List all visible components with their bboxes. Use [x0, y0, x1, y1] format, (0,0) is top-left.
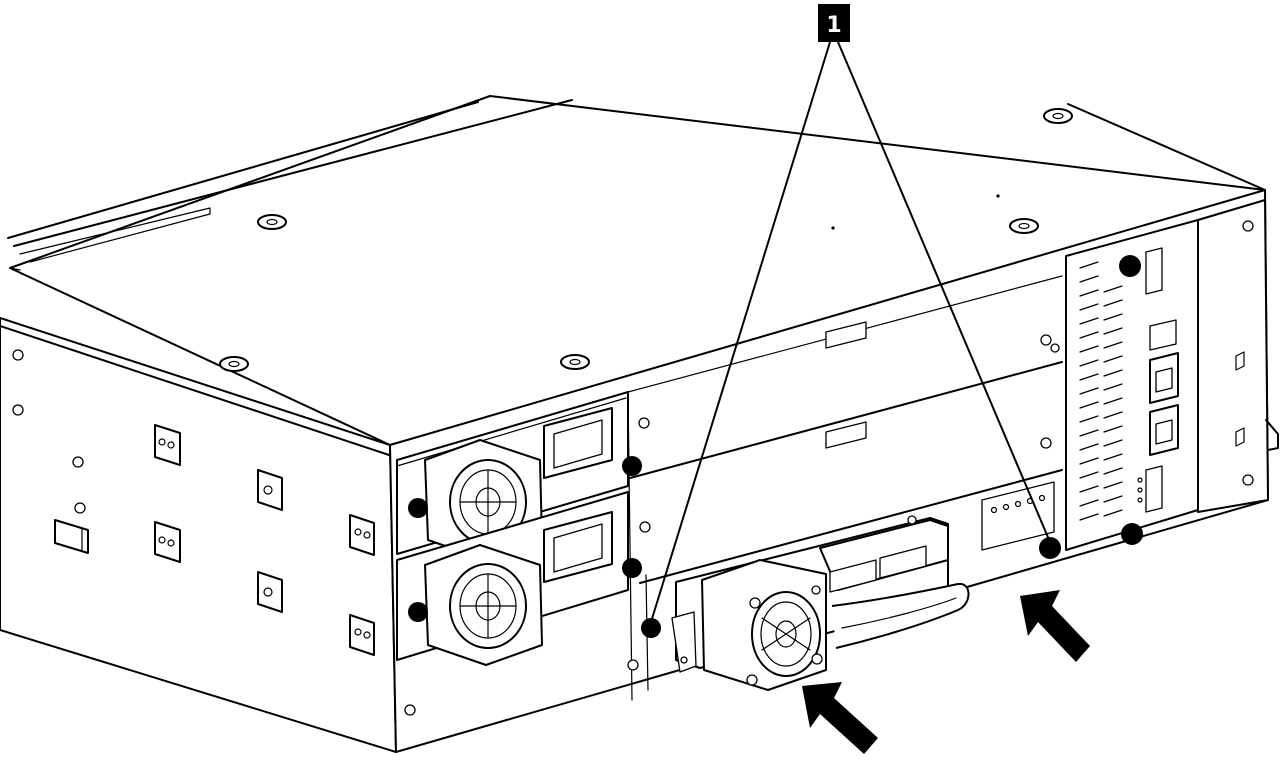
thumbscrew-icon — [641, 618, 661, 638]
insertion-arrows — [802, 590, 1090, 754]
thumbscrew-icon — [622, 456, 642, 476]
chassis-left-side — [0, 317, 397, 753]
drive-module — [641, 481, 1055, 691]
thumbscrew-icon — [1119, 255, 1141, 277]
thumbscrew-icon — [408, 498, 428, 518]
usb-port-icon — [1149, 319, 1177, 351]
thumbscrew-icon — [622, 558, 642, 578]
thumbscrew-icon — [408, 602, 428, 622]
top-mount-holes — [219, 108, 1073, 372]
insertion-arrow-icon — [802, 682, 878, 754]
callout-label: 1 — [826, 13, 841, 38]
insertion-arrow-icon — [1020, 590, 1090, 662]
side-brackets — [154, 424, 375, 656]
thumbscrew-icon — [1121, 523, 1143, 545]
controller-module — [1039, 199, 1279, 559]
power-supply-lower — [396, 491, 642, 666]
callout-1: 1 — [818, 4, 850, 42]
power-supply-upper — [396, 391, 642, 561]
chassis-top — [7, 95, 1266, 446]
thumbscrew-icon — [1039, 537, 1061, 559]
vent-grille — [1079, 261, 1123, 521]
callout-leaders — [650, 41, 1051, 623]
